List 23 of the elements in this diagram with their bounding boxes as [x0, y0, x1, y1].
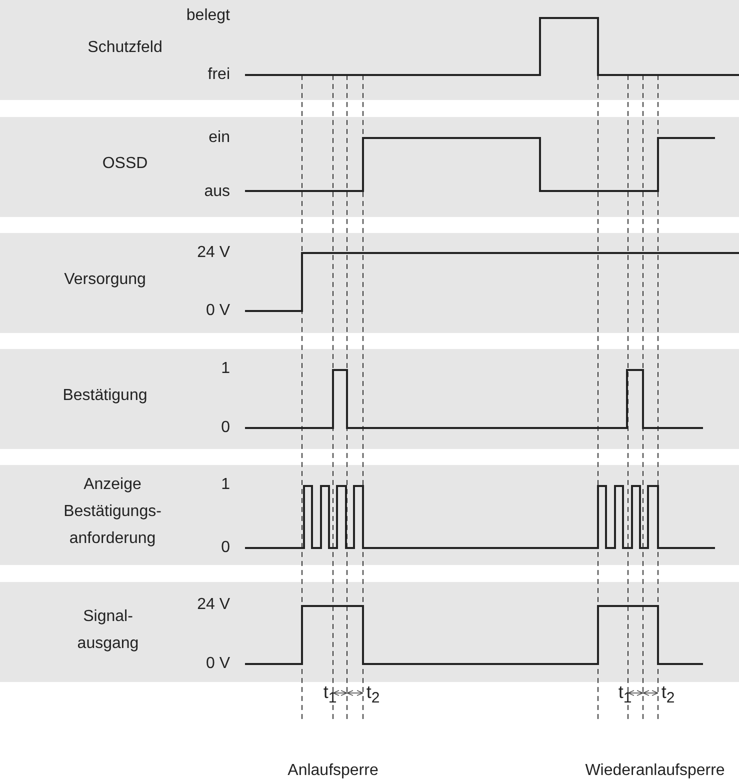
time-label: t$_{2}$ — [366, 681, 380, 709]
level-label: belegt — [185, 6, 230, 26]
signal-name: Schutzfeld — [86, 38, 164, 58]
signal-name: Anzeige Bestätigungs- anforderung — [62, 475, 162, 549]
phase-label: Wiederanlaufsperre — [584, 761, 726, 781]
level-label: 0 — [220, 418, 230, 438]
time-label: t$_{1}$ — [323, 681, 337, 709]
level-label: ein — [208, 128, 230, 148]
phase-label: Anlaufsperre — [286, 761, 380, 781]
level-label: 1 — [220, 359, 230, 379]
level-label: aus — [203, 182, 230, 202]
signal-name: Bestätigung — [62, 386, 148, 406]
time-label: t$_{1}$ — [618, 681, 632, 709]
level-label: 1 — [220, 475, 230, 495]
signal-name: OSSD — [101, 154, 149, 174]
level-label: 0 V — [204, 654, 230, 674]
level-label: 0 V — [204, 301, 230, 321]
level-label: frei — [206, 65, 230, 85]
signal-name: Versorgung — [63, 270, 147, 290]
level-label: 24 V — [196, 243, 230, 263]
level-label: 24 V — [196, 595, 230, 615]
signal-name: Signal- ausgang — [76, 607, 140, 654]
time-label: t$_{2}$ — [661, 681, 675, 709]
